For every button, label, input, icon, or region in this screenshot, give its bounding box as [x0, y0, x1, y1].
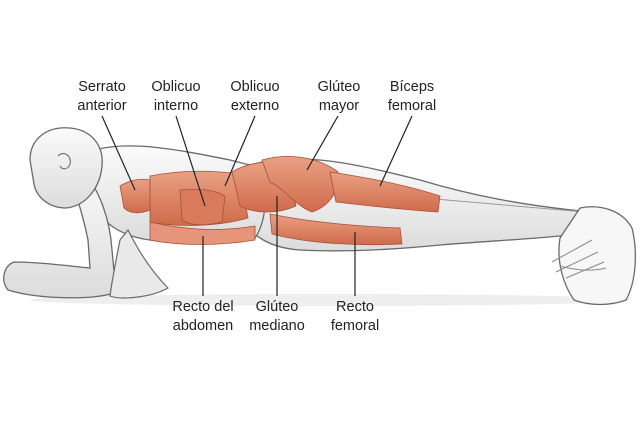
muscle-recto-femoral [269, 213, 403, 246]
floor-shadow [30, 294, 630, 306]
label-line: externo [230, 98, 280, 114]
leader-biceps [379, 115, 413, 187]
muscle-serrato-anterior [119, 178, 151, 214]
muscle-recto-abdomen [149, 221, 256, 245]
leader-lines [101, 115, 413, 296]
label-line: abdomen [172, 318, 234, 334]
label-oblicuo-interno: Oblicuo interno [121, 78, 231, 116]
label-line: Recto [336, 299, 374, 315]
label-line: Recto del [172, 299, 234, 315]
label-line: interno [153, 98, 199, 114]
label-line: Oblicuo [230, 79, 280, 95]
leader-serrato [101, 115, 136, 191]
label-line: Oblicuo [151, 79, 201, 95]
muscle-oblicuo-interno [179, 188, 226, 226]
label-gluteo-mediano: Glúteo mediano [222, 298, 332, 336]
leader-oblicuo-externo [224, 115, 256, 187]
shoe-shape [558, 206, 636, 306]
head-shape [29, 127, 103, 209]
label-line: femoral [330, 318, 380, 334]
label-biceps-femoral: Bíceps femoral [357, 78, 467, 116]
leader-oblicuo-interno [175, 115, 206, 207]
label-gluteo-mayor: Glúteo mayor [284, 78, 394, 116]
label-line: mediano [249, 318, 305, 334]
label-oblicuo-externo: Oblicuo externo [200, 78, 310, 116]
label-line: Bíceps [389, 79, 435, 95]
ear-shape [57, 153, 71, 170]
leader-gluteo-mayor [306, 115, 339, 171]
shoe-laces [551, 239, 607, 279]
label-recto-abdomen: Recto del abdomen [148, 298, 258, 336]
label-line: Glúteo [317, 79, 361, 95]
forearm-shape [109, 228, 169, 299]
label-line: anterior [77, 98, 127, 114]
arm-shape [3, 169, 117, 299]
label-line: Glúteo [255, 299, 299, 315]
label-serrato-anterior: Serrato anterior [47, 78, 157, 116]
muscle-biceps-femoral [329, 171, 441, 213]
label-line: mayor [318, 98, 360, 114]
label-line: Serrato [78, 79, 126, 95]
label-line: femoral [387, 98, 437, 114]
label-recto-femoral: Recto femoral [300, 298, 410, 336]
